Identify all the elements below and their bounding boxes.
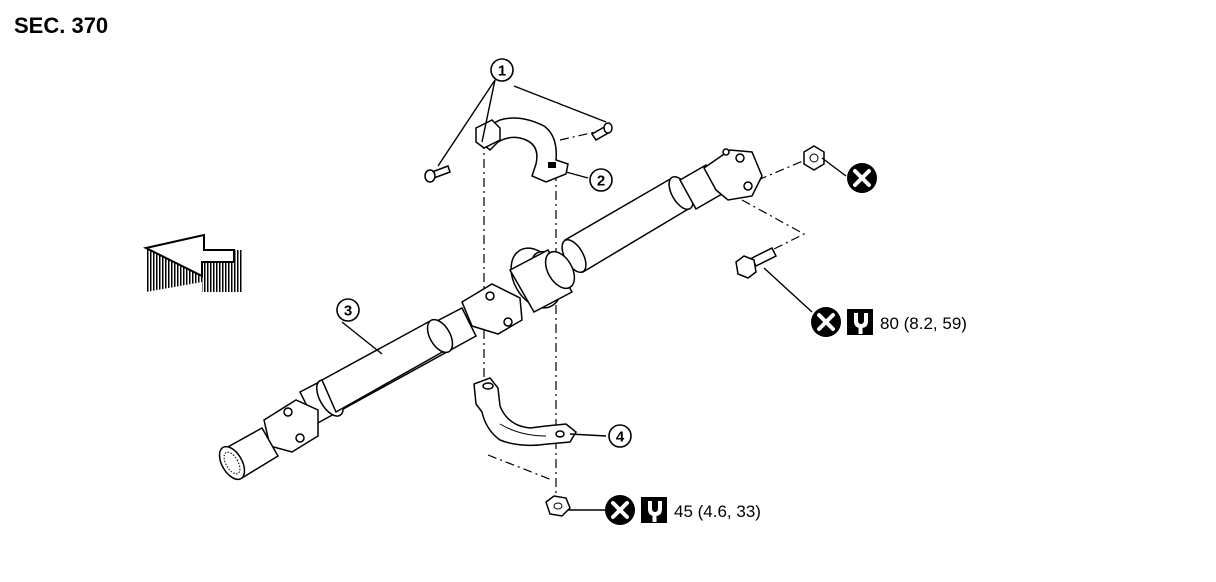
torque-wrench-icon <box>641 497 667 523</box>
torque-wrench-icon <box>847 309 873 335</box>
clip-bolt-right <box>590 122 613 141</box>
torque-spec-center-bearing: 45 (4.6, 33) <box>674 502 761 521</box>
upper-bracket <box>475 117 569 183</box>
lower-bracket <box>473 377 577 447</box>
rear-flange-bolt <box>735 246 778 279</box>
center-bearing-nut <box>545 495 571 517</box>
torque-spec-rear-flange: 80 (8.2, 59) <box>880 314 967 333</box>
propeller-shaft <box>218 148 763 481</box>
alignment-lines <box>483 129 811 500</box>
non-reusable-x-icon <box>809 305 843 339</box>
front-direction-arrow-icon <box>143 233 242 292</box>
non-reusable-x-icon <box>603 493 637 527</box>
clip-bolt-left <box>424 165 451 183</box>
non-reusable-x-icon <box>845 161 879 195</box>
callout-1: 1 <box>490 58 514 82</box>
svg-text:4: 4 <box>616 429 625 446</box>
leader-lines <box>341 79 847 511</box>
clip-bolts <box>424 122 613 183</box>
section-label: SEC. 370 <box>14 13 108 38</box>
callout-4: 4 <box>608 424 632 448</box>
rear-flange-nut <box>803 145 825 171</box>
svg-text:3: 3 <box>344 303 352 320</box>
callout-2: 2 <box>589 168 613 192</box>
svg-text:1: 1 <box>498 63 506 80</box>
svg-text:2: 2 <box>597 173 605 190</box>
callout-3: 3 <box>336 298 360 322</box>
